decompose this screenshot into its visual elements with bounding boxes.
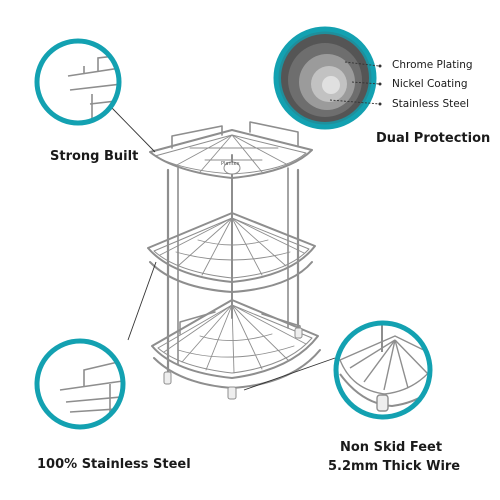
chrome-plating-label: Chrome Plating bbox=[392, 59, 473, 71]
layers-bubble bbox=[273, 26, 377, 130]
stainless-steel-layer-label: Stainless Steel bbox=[392, 98, 470, 110]
brand-mark: Plantex bbox=[221, 161, 240, 167]
wire-thickness-label: 5.2mm Thick Wire bbox=[328, 459, 461, 474]
layer-leaders bbox=[329, 61, 381, 105]
stainless-bubble bbox=[34, 338, 126, 430]
nickel-coating-label: Nickel Coating bbox=[392, 78, 468, 90]
strong-built-bubble bbox=[34, 38, 122, 126]
corner-shelf bbox=[147, 121, 321, 400]
dual-protection-label: Dual Protection bbox=[376, 131, 491, 146]
feet-bubble bbox=[333, 320, 433, 420]
callout-leaders bbox=[111, 107, 336, 391]
stainless-steel-label: 100% Stainless Steel bbox=[37, 457, 191, 472]
strong-built-label: Strong Built bbox=[50, 149, 139, 164]
non-skid-feet-label: Non Skid Feet bbox=[340, 440, 443, 455]
